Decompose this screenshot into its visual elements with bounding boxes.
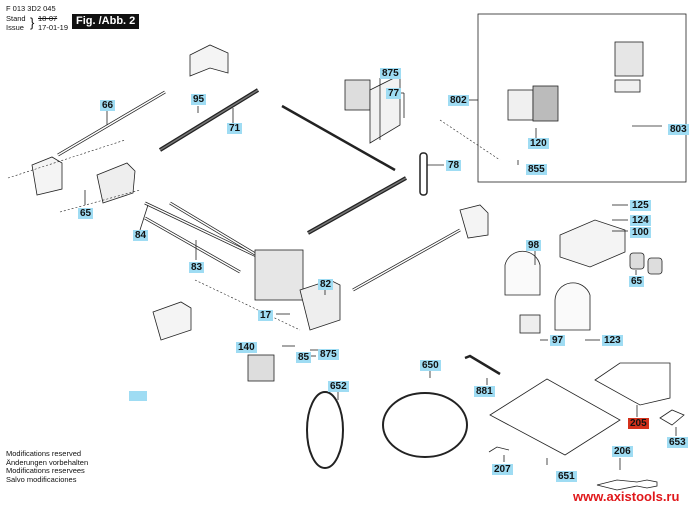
heatsink [532, 85, 559, 122]
fan [507, 89, 534, 121]
part-label-83[interactable]: 83 [189, 262, 205, 273]
print-head [254, 249, 304, 301]
part-label-875-top[interactable]: 875 [380, 68, 401, 79]
issue-value: 17-01-19 [38, 23, 69, 32]
clip-207 [488, 446, 510, 453]
note-de: Änderungen vorbehalten [6, 457, 89, 467]
part-label-206[interactable]: 206 [612, 446, 633, 457]
rod-right [352, 228, 461, 292]
part-label-84[interactable]: 84 [133, 230, 149, 241]
part-label-205[interactable]: 205 [628, 418, 649, 429]
part-label-855[interactable]: 855 [526, 164, 547, 175]
part-label-77[interactable]: 77 [386, 88, 402, 99]
bracket-left [96, 162, 136, 204]
hex-key-881 [464, 354, 501, 376]
modifications-notes: Modifications reserved Änderungen vorbeh… [6, 449, 89, 484]
end-cap-right [459, 204, 489, 239]
motor-875-top [344, 79, 371, 111]
rod-66 [57, 90, 166, 157]
part-label-125[interactable]: 125 [630, 200, 651, 211]
part-97 [519, 314, 541, 334]
cover-98 [504, 250, 541, 296]
part-number: F 013 3D2 045 [6, 4, 56, 13]
end-cap-left [31, 156, 63, 196]
issue-label: Issue [6, 23, 24, 32]
empty-label [129, 391, 147, 401]
corner-bracket-top [189, 44, 229, 77]
inset-box [477, 13, 687, 183]
part-label-120[interactable]: 120 [528, 138, 549, 149]
sheet-205 [594, 362, 671, 406]
power-cable-650 [382, 392, 468, 458]
belt-x [307, 176, 407, 235]
motor-inset [614, 41, 644, 77]
part-label-98[interactable]: 98 [526, 240, 542, 251]
part-label-140[interactable]: 140 [236, 342, 257, 353]
part-label-881[interactable]: 881 [474, 386, 495, 397]
part-label-651[interactable]: 651 [556, 471, 577, 482]
brace: } [30, 15, 35, 30]
rods-83-84 [144, 201, 266, 274]
part-label-207[interactable]: 207 [492, 464, 513, 475]
part-label-653[interactable]: 653 [667, 437, 688, 448]
cover-left [152, 301, 192, 341]
part-label-85[interactable]: 85 [296, 352, 312, 363]
note-en: Modifications reserved [6, 449, 82, 458]
part-label-652[interactable]: 652 [328, 381, 349, 392]
part-label-66[interactable]: 66 [100, 100, 116, 111]
part-label-71[interactable]: 71 [227, 123, 243, 134]
sheet-653 [659, 409, 685, 426]
note-fr: Modifications reservees [6, 466, 85, 475]
stand-value: 18-07 [38, 14, 58, 23]
motor-875-bottom [247, 354, 275, 382]
bed-100 [559, 219, 626, 268]
rod-top [281, 104, 396, 172]
part-label-875-bottom[interactable]: 875 [318, 349, 339, 360]
stand-label: Stand [6, 14, 26, 23]
part-label-17[interactable]: 17 [258, 310, 274, 321]
roller-65-b [647, 257, 663, 275]
sheet-651 [489, 378, 621, 456]
part-label-124[interactable]: 124 [630, 215, 651, 226]
part-label-78[interactable]: 78 [446, 160, 462, 171]
website-url[interactable]: www.axistools.ru [573, 489, 680, 504]
belt-71 [158, 88, 260, 152]
part-label-100[interactable]: 100 [630, 227, 651, 238]
part-label-97[interactable]: 97 [550, 335, 566, 346]
spatula-206 [596, 479, 658, 491]
cover-right [554, 282, 591, 331]
figure-title: Fig. /Abb. 2 [72, 14, 140, 29]
part-label-650[interactable]: 650 [420, 360, 441, 371]
part-label-82[interactable]: 82 [318, 279, 334, 290]
part-label-65-left[interactable]: 65 [78, 208, 94, 219]
part-label-802[interactable]: 802 [448, 95, 469, 106]
block-803 [614, 79, 641, 93]
part-label-65-right[interactable]: 65 [629, 276, 645, 287]
part-label-803[interactable]: 803 [668, 124, 689, 135]
usb-cable-652 [306, 391, 344, 469]
belt-78 [419, 152, 428, 196]
part-label-123[interactable]: 123 [602, 335, 623, 346]
roller-65-a [629, 252, 645, 270]
motor-plate [369, 74, 401, 144]
part-label-95[interactable]: 95 [191, 94, 207, 105]
note-es: Salvo modificaciones [6, 474, 77, 484]
